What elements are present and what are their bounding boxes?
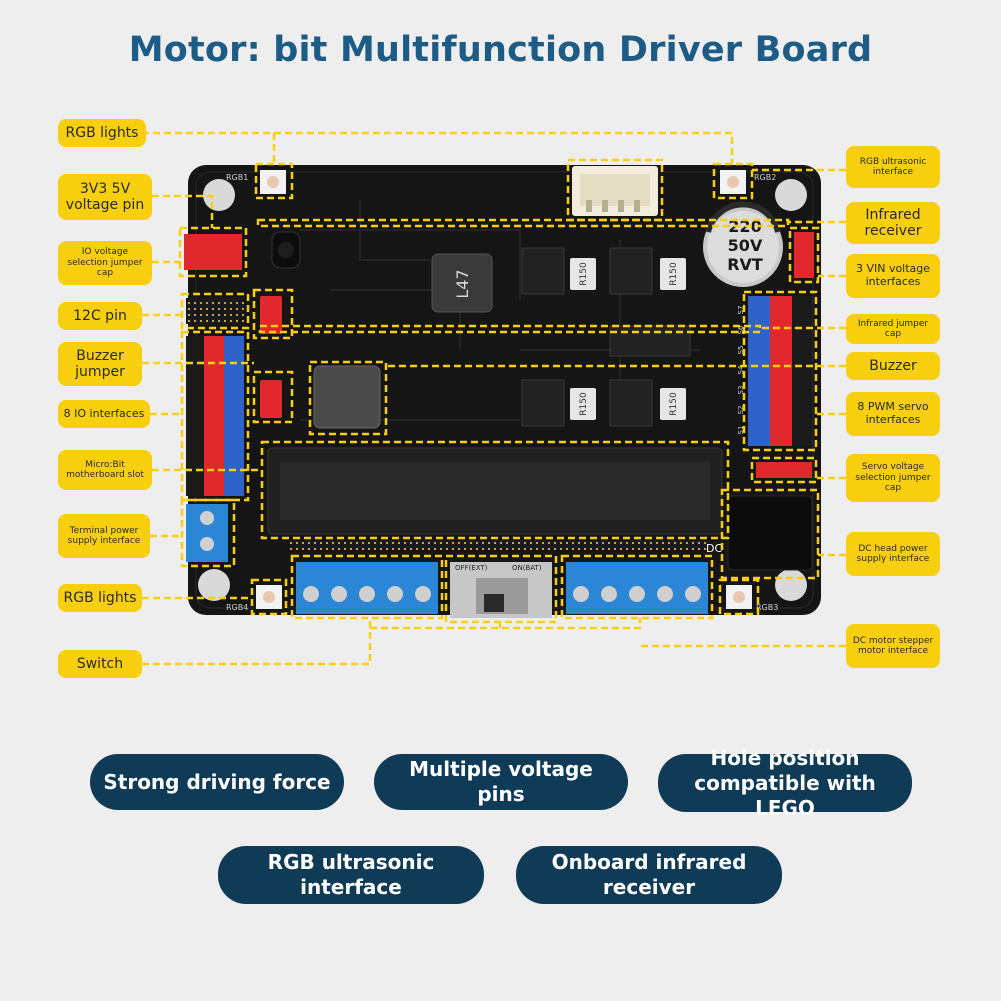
callout-8-io-interfaces: 8 IO interfaces xyxy=(58,400,150,428)
buzzer-jumper-cap xyxy=(260,380,282,418)
servo-s-label: S2 xyxy=(737,406,745,415)
servo-s-label: S6 xyxy=(737,325,745,334)
resistor xyxy=(570,388,596,420)
resistor xyxy=(570,258,596,290)
callout-buzzer-jumper: Buzzer jumper xyxy=(58,342,142,386)
callout-servo-voltage-selection-jumper-cap: Servo voltage selection jumper cap xyxy=(846,454,940,502)
callout-dc-head-power-supply-interface: DC head power supply interface xyxy=(846,532,940,576)
servo-voltage-jumper-cap xyxy=(756,462,812,478)
driver-chip xyxy=(521,379,565,427)
capacitor-text-3: RVT xyxy=(727,255,763,274)
silk-switch-off: OFF(EXT) xyxy=(455,564,488,572)
callout-rgb-lights-top: RGB lights xyxy=(58,119,146,147)
feature-multiple-voltage-pins: Multiple voltage pins xyxy=(374,754,628,810)
resistor xyxy=(660,258,686,290)
driver-chip xyxy=(609,325,691,357)
servo-s-label: S4 xyxy=(737,365,745,374)
callout-infrared-receiver: Infrared receiver xyxy=(846,202,940,244)
driver-chip xyxy=(521,247,565,295)
servo-s-label: S5 xyxy=(737,346,745,355)
feature-strong-driving-force: Strong driving force xyxy=(90,754,344,810)
buzzer-component xyxy=(313,365,381,429)
motor-terminal-right xyxy=(566,562,708,614)
capacitor-text-2: 50V xyxy=(728,236,763,255)
servo-s-label: S1 xyxy=(737,426,745,435)
resistor-text: R150 xyxy=(669,392,679,416)
mounting-hole xyxy=(775,179,807,211)
callout-switch: Switch xyxy=(58,650,142,678)
driver-chip xyxy=(609,247,653,295)
feature-rgb-ultrasonic-interface: RGB ultrasonic interface xyxy=(218,846,484,904)
ir-receiver-component xyxy=(271,231,301,269)
power-switch xyxy=(450,562,552,618)
callout-rgb-ultrasonic-interface: RGB ultrasonic interface xyxy=(846,146,940,188)
feature-hole-position-compatible-with-lego: Hole position compatible with LEGO xyxy=(658,746,912,820)
callout-dc-motor-stepper-motor-interface: DC motor stepper motor interface xyxy=(846,624,940,668)
rgb-led-rgb2 xyxy=(720,170,746,194)
driver-chip xyxy=(609,379,653,427)
silk-rgb2: RGB2 xyxy=(754,173,776,182)
inductor-text: L47 xyxy=(453,269,472,298)
silk-switch-on: ON(BAT) xyxy=(512,564,542,572)
silk-rgb1: RGB1 xyxy=(226,173,248,182)
callout-microbit-motherboard-slot: Micro:Bit motherboard slot xyxy=(58,450,152,490)
callout-3v3-5v-voltage-pin: 3V3 5V voltage pin xyxy=(58,174,152,220)
page-title: Motor: bit Multifunction Driver Board xyxy=(128,30,873,70)
pin-row xyxy=(290,540,710,550)
callout-8-pwm-servo-interfaces: 8 PWM servo interfaces xyxy=(846,392,940,436)
callout-buzzer: Buzzer xyxy=(846,352,940,380)
resistor-text: R150 xyxy=(669,262,679,286)
dc-jack xyxy=(727,495,813,571)
callout-infrared-jumper-cap: Infrared jumper cap xyxy=(846,314,940,344)
servo-s-label: S3 xyxy=(737,386,745,395)
rgb-led-rgb3 xyxy=(726,585,752,609)
resistor xyxy=(660,388,686,420)
motor-terminal-left xyxy=(296,562,438,614)
microbit-slot xyxy=(267,447,723,535)
callout-3-vin-voltage-interfaces: 3 VIN voltage interfaces xyxy=(846,254,940,298)
callout-terminal-power-supply-interface: Terminal power supply interface xyxy=(58,514,150,558)
terminal-power-left xyxy=(186,504,228,562)
silk-dc: DC xyxy=(706,542,722,555)
callout-rgb-lights-bottom: RGB lights xyxy=(58,584,142,612)
silk-rgb4: RGB4 xyxy=(226,603,248,612)
left-headers xyxy=(186,298,244,496)
silk-rgb3: RGB3 xyxy=(756,603,778,612)
servo-s-label: S7 xyxy=(737,306,745,315)
ultrasonic-connector xyxy=(572,166,658,216)
rgb-led-rgb1 xyxy=(260,170,286,194)
feature-onboard-infrared-receiver: Onboard infrared receiver xyxy=(516,846,782,904)
ir-jumper-cap xyxy=(260,296,282,334)
resistor-text: R150 xyxy=(579,262,589,286)
rgb-led-rgb4 xyxy=(256,585,282,609)
right-servo-headers xyxy=(748,232,814,446)
io-voltage-jumper-cap xyxy=(184,234,242,270)
mounting-hole xyxy=(198,569,230,601)
callout-i2c-pin: 12C pin xyxy=(58,302,142,330)
inductor xyxy=(431,253,493,313)
resistor-text: R150 xyxy=(579,392,589,416)
mounting-hole xyxy=(775,569,807,601)
callout-io-voltage-selection-jumper-cap: IO voltage selection jumper cap xyxy=(58,241,152,285)
